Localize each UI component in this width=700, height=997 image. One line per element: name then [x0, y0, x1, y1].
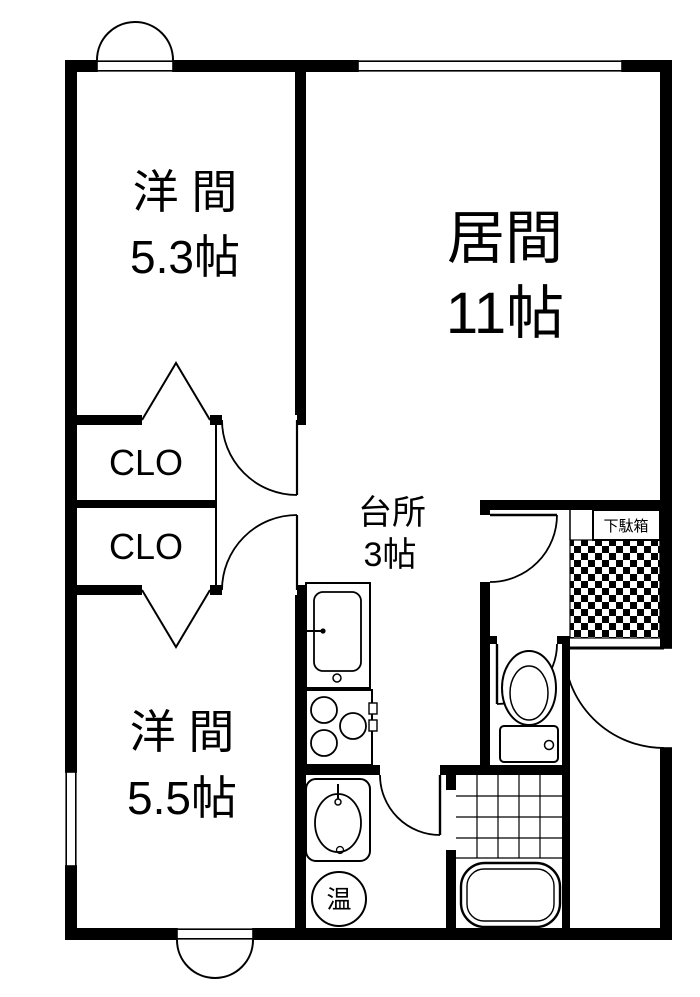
label-western2-name: 洋 間: [130, 706, 235, 758]
door-swing-washroom-icon: [379, 774, 442, 836]
wall-openings: [65, 60, 672, 940]
label-kitchen-size: 3帖: [364, 536, 417, 574]
bathroom: [456, 775, 562, 929]
bathtub-icon: [459, 861, 562, 929]
door-swing-western2-icon: [221, 514, 299, 591]
wall-closet2-bottom-left: [65, 585, 142, 595]
toilet-icon: [499, 650, 559, 763]
folding-door-closet2-icon: [141, 589, 211, 649]
opening-balcony-door-top: [97, 60, 173, 72]
wall-western2-right: [295, 588, 306, 940]
opening-hall-door1: [222, 415, 297, 425]
folding-door-closet1-icon: [141, 361, 211, 421]
shoe-cabinet-label: 下駄箱: [603, 518, 648, 535]
label-western2-size: 5.5帖: [127, 772, 237, 824]
glass-door-bottom-frame: [176, 928, 254, 940]
label-closet1: CLO: [109, 442, 183, 483]
opening-front-door: [660, 648, 672, 748]
door-swing-balcony-bottom-icon: [176, 939, 254, 979]
wall-western1-living: [295, 60, 306, 425]
water-heater-icon: 温: [311, 871, 367, 927]
door-swing-balcony-top-icon: [96, 21, 174, 61]
windows: [65, 60, 672, 940]
room-labels: 洋 間 5.3帖 居間 11帖 CLO CLO 台所 3帖 洋 間 5.5帖: [109, 166, 564, 824]
wall-closet1-top-left: [65, 415, 142, 425]
entry-tile-floor: [569, 539, 661, 639]
water-heater-label: 温: [326, 886, 351, 914]
window-left-washroom: [65, 771, 77, 867]
label-western1-name: 洋 間: [133, 166, 238, 218]
label-kitchen-name: 台所: [358, 494, 426, 532]
opening-kitchen-entry-door: [480, 515, 490, 582]
glass-door-top-frame: [96, 60, 174, 72]
label-living-size: 11帖: [446, 281, 564, 346]
opening-balcony-door-bottom: [177, 928, 253, 940]
opening-toilet-door: [497, 636, 557, 644]
opening-hall-door2: [222, 585, 297, 595]
stove-icon: [305, 689, 378, 766]
entry-area: 下駄箱: [569, 509, 661, 639]
door-swings: [96, 21, 665, 979]
opening-window-left: [65, 772, 77, 866]
wall-bath-right: [562, 775, 570, 940]
washbasin-icon: [305, 778, 371, 862]
wall-outer-left: [65, 60, 77, 940]
label-closet2: CLO: [109, 526, 183, 567]
opening-washroom-door: [380, 765, 440, 775]
door-swing-kitchen-entry-icon: [489, 513, 558, 583]
bath-tile-grid: [456, 775, 562, 859]
label-western1-size: 5.3帖: [130, 231, 240, 283]
kitchen-sink-icon: [305, 582, 371, 689]
wall-closet-divider: [75, 500, 216, 508]
door-swing-western1-icon: [221, 419, 299, 496]
window-top-living: [357, 60, 623, 72]
opening-window-top: [358, 60, 622, 72]
wall-toilet-right: [562, 636, 570, 775]
opening-bath-door: [446, 790, 456, 850]
label-living-name: 居間: [447, 206, 563, 271]
shoe-cabinet: 下駄箱: [592, 509, 661, 541]
kitchen-fixtures: [305, 582, 378, 766]
wall-outer-bottom: [65, 928, 672, 940]
washroom-fixtures: 温: [305, 778, 371, 927]
wall-living-bottom: [480, 500, 672, 510]
wall-washroom-bath: [446, 775, 456, 940]
door-swing-front-entrance-icon: [563, 646, 665, 749]
